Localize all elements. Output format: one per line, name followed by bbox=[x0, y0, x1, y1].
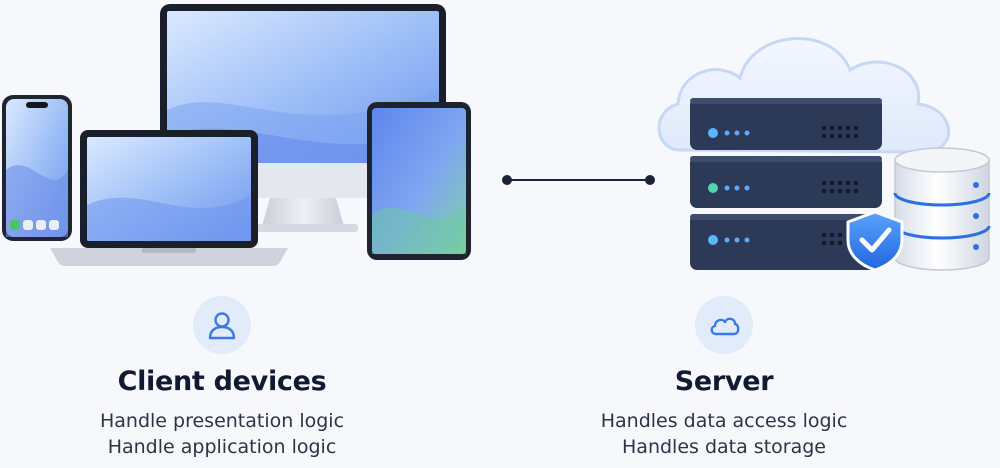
architecture-illustration bbox=[2, 4, 991, 272]
server-section: Server Handles data access logic Handles… bbox=[504, 296, 944, 460]
server-unit bbox=[690, 214, 882, 270]
client-devices-section: Client devices Handle presentation logic… bbox=[2, 296, 442, 460]
client-devices-title: Client devices bbox=[117, 366, 327, 397]
server-icon-badge bbox=[695, 296, 753, 354]
server-line-data-storage: Handles data storage bbox=[622, 436, 826, 458]
client-line-presentation: Handle presentation logic bbox=[99, 410, 345, 432]
smartphone bbox=[2, 95, 72, 241]
server-line-data-access: Handles data access logic bbox=[600, 410, 848, 432]
tablet bbox=[367, 102, 471, 260]
client-line-application: Handle application logic bbox=[107, 436, 337, 458]
database-icon bbox=[893, 147, 991, 271]
server-unit bbox=[690, 98, 882, 150]
connection-line bbox=[502, 175, 655, 185]
user-icon bbox=[208, 312, 236, 340]
cloud-icon bbox=[710, 317, 740, 336]
server-rack bbox=[690, 98, 882, 270]
laptop bbox=[50, 130, 288, 266]
server-unit bbox=[690, 156, 882, 208]
server-title: Server bbox=[674, 366, 774, 397]
shield-check-icon bbox=[846, 210, 904, 272]
client-icon-badge bbox=[193, 296, 251, 354]
